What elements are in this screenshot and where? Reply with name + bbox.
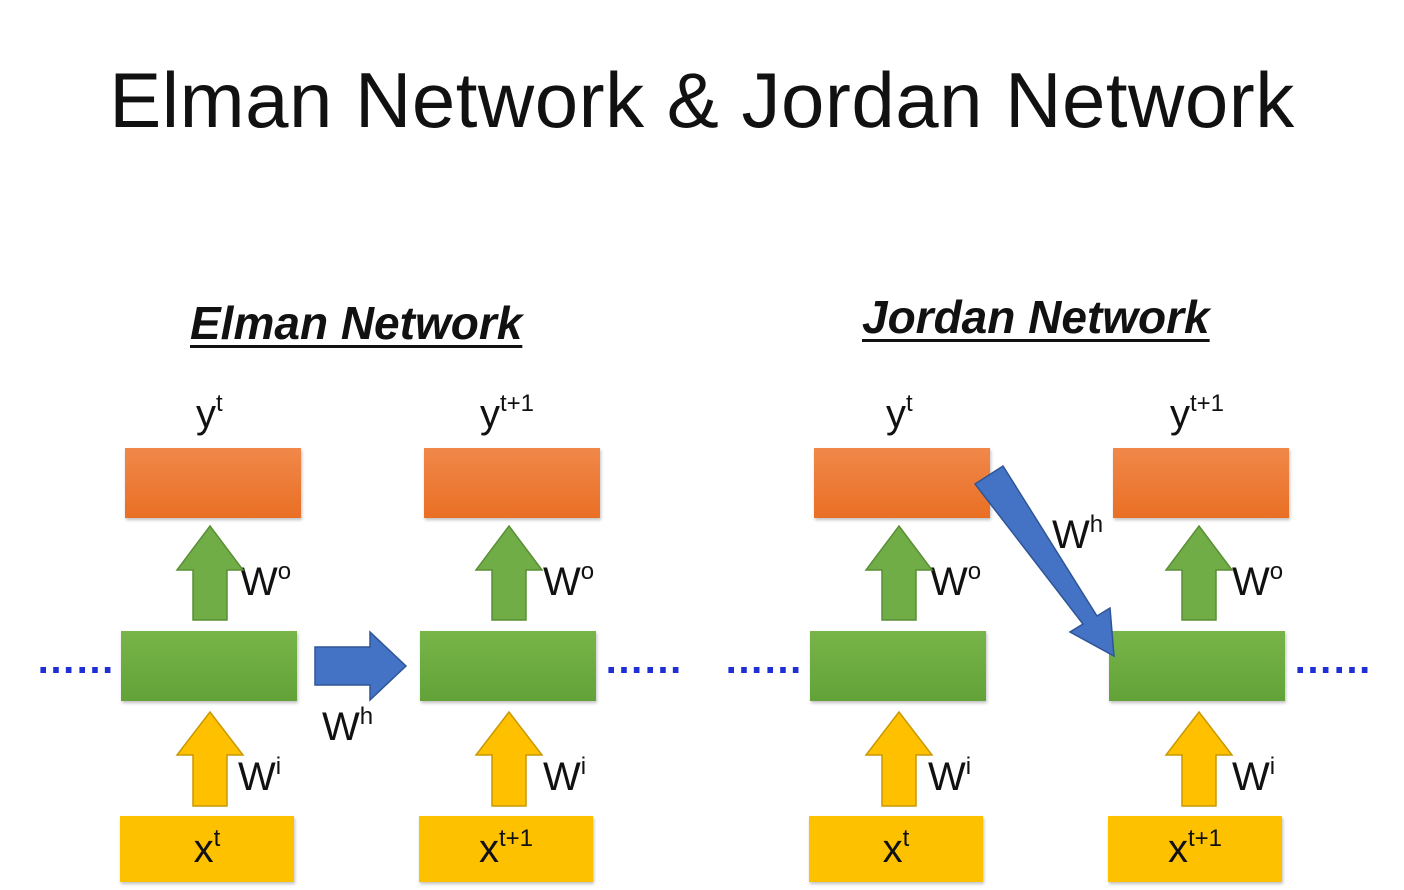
elman-label-xt1: xt+1	[478, 824, 534, 871]
jordan-heading: Jordan Network	[862, 291, 1210, 343]
jordan-label-wi-t: Wi	[928, 753, 972, 799]
elman-hidden-node-t	[121, 631, 297, 701]
elman-label-yt: yt	[196, 390, 223, 436]
elman-label-wh: Wh	[322, 703, 374, 749]
jordan-input-node-t1: xt+1	[1108, 816, 1282, 882]
jordan-label-wo-t1: Wo	[1232, 558, 1284, 604]
jordan-output-node-t1	[1113, 448, 1289, 518]
jordan-wi-arrow-t	[864, 710, 934, 807]
elman-dots-left: ……	[36, 638, 115, 682]
elman-output-node-t	[125, 448, 301, 518]
jordan-label-yt: yt	[886, 390, 913, 436]
jordan-wo-arrow-t	[864, 524, 934, 621]
jordan-label-wo-t: Wo	[930, 558, 982, 604]
jordan-label-wh: Wh	[1052, 511, 1104, 557]
elman-output-node-t1	[424, 448, 600, 518]
elman-wo-arrow-t	[175, 524, 245, 621]
elman-wh-arrow	[314, 630, 408, 702]
page-title: Elman Network & Jordan Network	[109, 56, 1295, 144]
jordan-hidden-node-t	[810, 631, 986, 701]
elman-label-xt: xt	[193, 824, 221, 871]
elman-label-wi-t: Wi	[238, 753, 282, 799]
jordan-label-xt: xt	[882, 824, 910, 871]
elman-label-wi-t1: Wi	[543, 753, 587, 799]
elman-input-node-t: xt	[120, 816, 294, 882]
jordan-hidden-node-t1	[1109, 631, 1285, 701]
elman-wi-arrow-t1	[474, 710, 544, 807]
jordan-dots-left: ……	[724, 638, 803, 682]
elman-wo-arrow-t1	[474, 524, 544, 621]
jordan-wi-arrow-t1	[1164, 710, 1234, 807]
elman-input-node-t1: xt+1	[419, 816, 593, 882]
jordan-output-node-t	[814, 448, 990, 518]
elman-dots-right: ……	[604, 638, 683, 682]
elman-label-yt1: yt+1	[480, 390, 535, 436]
jordan-label-wi-t1: Wi	[1232, 753, 1276, 799]
jordan-dots-right: ……	[1293, 638, 1372, 682]
jordan-wh-arrow	[973, 464, 1115, 658]
jordan-input-node-t: xt	[809, 816, 983, 882]
elman-label-wo-t1: Wo	[543, 558, 595, 604]
elman-wi-arrow-t	[175, 710, 245, 807]
elman-heading: Elman Network	[190, 297, 523, 349]
jordan-label-yt1: yt+1	[1170, 390, 1225, 436]
jordan-label-xt1: xt+1	[1167, 824, 1223, 871]
elman-hidden-node-t1	[420, 631, 596, 701]
elman-label-wo-t: Wo	[240, 558, 292, 604]
jordan-wo-arrow-t1	[1164, 524, 1234, 621]
